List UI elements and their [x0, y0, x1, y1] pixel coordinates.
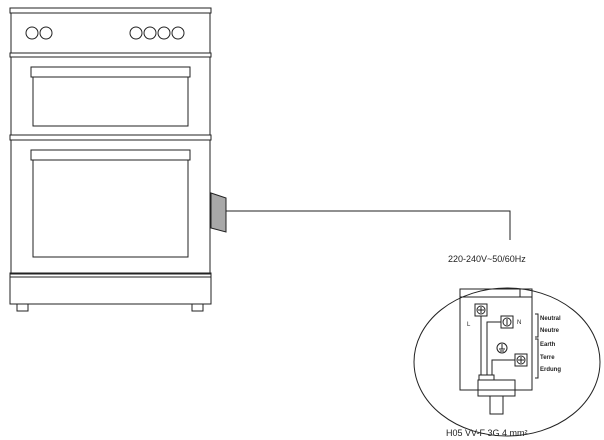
- lower-oven-handle: [30, 149, 191, 161]
- earth-name-de: Erdung: [540, 367, 561, 373]
- cable-label: H05 VV-F 3G 4 mm²: [446, 428, 528, 438]
- control-knobs: [25, 26, 185, 40]
- plinth: [9, 276, 212, 305]
- terminal-block-detail: [413, 287, 601, 437]
- neutral-terminal: [486, 315, 514, 375]
- live-label: L: [467, 322, 471, 328]
- neutral-name-fr: Neutre: [540, 328, 560, 334]
- neutral-label: N: [517, 320, 521, 326]
- supply-label: 220-240V~50/60Hz: [448, 254, 526, 264]
- cooker-front-view: [9, 7, 212, 312]
- supply-cable: [226, 210, 511, 240]
- terminal-cover: [210, 192, 227, 233]
- lower-oven-door: [10, 139, 211, 275]
- foot: [16, 303, 29, 312]
- foot: [191, 303, 204, 312]
- neutral-name-en: Neutral: [540, 316, 561, 322]
- earth-name-en: Earth: [540, 342, 556, 348]
- upper-oven-door: [10, 56, 211, 136]
- earth-terminal: [491, 353, 528, 375]
- earth-name-fr: Terre: [540, 355, 555, 361]
- upper-oven-handle: [30, 66, 191, 78]
- live-terminal: [474, 303, 488, 375]
- earth-symbol-icon: [496, 342, 508, 354]
